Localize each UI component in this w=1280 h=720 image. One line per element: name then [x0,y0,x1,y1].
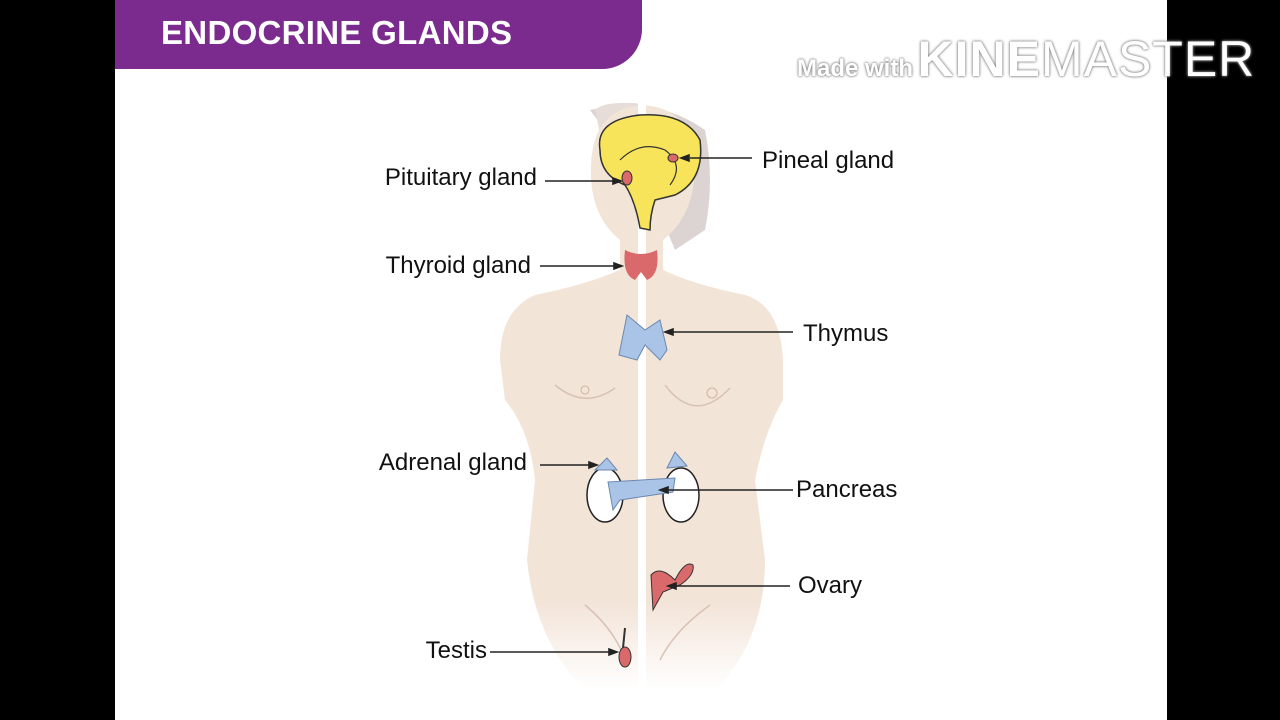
kidney-right [662,467,700,523]
label-thyroid-gland: Thyroid gland [385,252,531,279]
leader-lines [490,153,793,657]
label-pituitary-gland: Pituitary gland [384,164,537,191]
thyroid-gland [624,250,658,280]
pancreas [607,477,676,512]
title-banner: ENDOCRINE GLANDS [115,0,642,69]
label-pancreas: Pancreas [796,476,898,503]
pineal-gland [667,153,679,163]
label-pineal-gland: Pineal gland [762,147,895,174]
pituitary-gland [621,170,633,186]
label-testis: Testis [425,637,487,664]
watermark-prefix: Made with [797,55,914,82]
adrenal-gland-left [593,457,619,471]
label-ovary: Ovary [798,572,863,599]
slide-title: ENDOCRINE GLANDS [161,14,513,51]
label-thymus: Thymus [803,320,889,347]
adrenal-gland-right [666,451,689,469]
endocrine-diagram [490,100,793,700]
label-adrenal-gland: Adrenal gland [378,449,527,476]
kinemaster-watermark: Made with KINEMASTER [797,30,1255,88]
watermark-brand-bold: KINE [917,31,1041,87]
watermark-brand-thin: MASTER [1040,31,1256,87]
testis [618,646,632,668]
slide: ENDOCRINE GLANDS [115,0,1167,720]
thymus [618,314,668,361]
